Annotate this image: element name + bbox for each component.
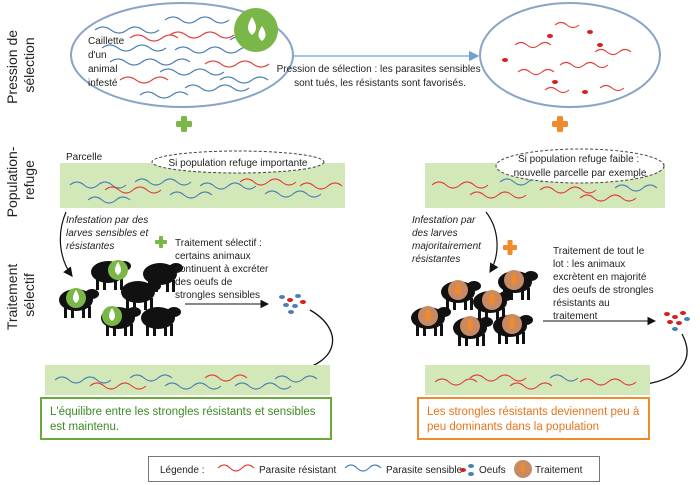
- infestation-right-arrow: [485, 211, 499, 274]
- stomach-right: [479, 2, 661, 108]
- pasture-right-bottom-parasites: [434, 374, 637, 390]
- egg-icon: [279, 294, 306, 314]
- sheep-icon: [141, 307, 181, 336]
- infestation-right-text: Infestation par des larves majoritaireme…: [412, 215, 484, 265]
- legend-box: [148, 456, 600, 482]
- treatment-left-text: Traitement sélectif : certains animaux c…: [175, 238, 271, 301]
- water-drop-icon: [66, 260, 128, 326]
- water-drop-icon: [248, 17, 266, 41]
- result-left-text: L'équilibre entre les strongles résistan…: [50, 406, 316, 433]
- egg-icon: [664, 311, 690, 331]
- result-right-text: Les strongles résistants deviennent peu …: [427, 406, 640, 433]
- parcelle-label: Parcelle: [66, 152, 103, 163]
- treatment-icon: [514, 460, 532, 478]
- refuge-bubble-right-text: Si population refuge faible : nouvelle p…: [514, 154, 647, 179]
- legend-sensitive-label: Parasite sensible: [386, 465, 463, 476]
- row-label-refuge: Population- refuge: [4, 143, 37, 218]
- row-label-selection: Pression de sélection: [4, 26, 37, 104]
- infestation-left-text: Infestation par des larves sensibles et …: [66, 215, 151, 252]
- legend-resistant-label: Parasite résistant: [259, 465, 336, 476]
- parasite-cluster-right: [514, 21, 632, 94]
- row-label-treatment: Traitement sélectif: [4, 260, 37, 330]
- selection-arrow-text: Pression de sélection : les parasites se…: [277, 64, 484, 89]
- selective-treatment-icon: [234, 8, 278, 52]
- treatment-icon: [418, 270, 524, 336]
- result-left-box: L'équilibre entre les strongles résistan…: [40, 397, 332, 440]
- legend-title: Légende :: [160, 465, 205, 476]
- pasture-left-bottom-parasites: [54, 374, 318, 390]
- parasite-cluster-left: [94, 16, 270, 99]
- sheep-icon: [121, 281, 161, 310]
- legend-sensitive-swatch: [344, 464, 382, 472]
- result-right-box: Les strongles résistants deviennent peu …: [417, 397, 650, 440]
- legend-resistant-swatch: [217, 464, 255, 472]
- return-left-arrow: [288, 309, 334, 376]
- legend-eggs-label: Oeufs: [479, 465, 506, 476]
- stomach-label: Caillette d'un animal infesté: [88, 36, 127, 89]
- egg-icon: [460, 464, 474, 476]
- legend-treatment-label: Traitement: [535, 465, 583, 476]
- plus-icon: [503, 240, 517, 255]
- treatment-right-text: Traitement de tout le lot : les animaux …: [553, 246, 656, 322]
- refuge-bubble-left: [151, 150, 325, 174]
- infestation-left-arrow: [59, 211, 73, 277]
- return-right-arrow: [638, 333, 688, 390]
- pasture-left-bottom: [45, 365, 330, 395]
- plus-icon: [552, 116, 568, 132]
- plus-icon: [155, 236, 167, 248]
- pasture-left-parasites: [69, 178, 343, 204]
- refuge-bubble-left-text: Si population refuge importante: [169, 158, 308, 169]
- pasture-right-bottom: [425, 365, 650, 395]
- plus-icon: [176, 116, 192, 132]
- refuge-bubble-right: [495, 148, 665, 184]
- egg-icon: [502, 30, 603, 94]
